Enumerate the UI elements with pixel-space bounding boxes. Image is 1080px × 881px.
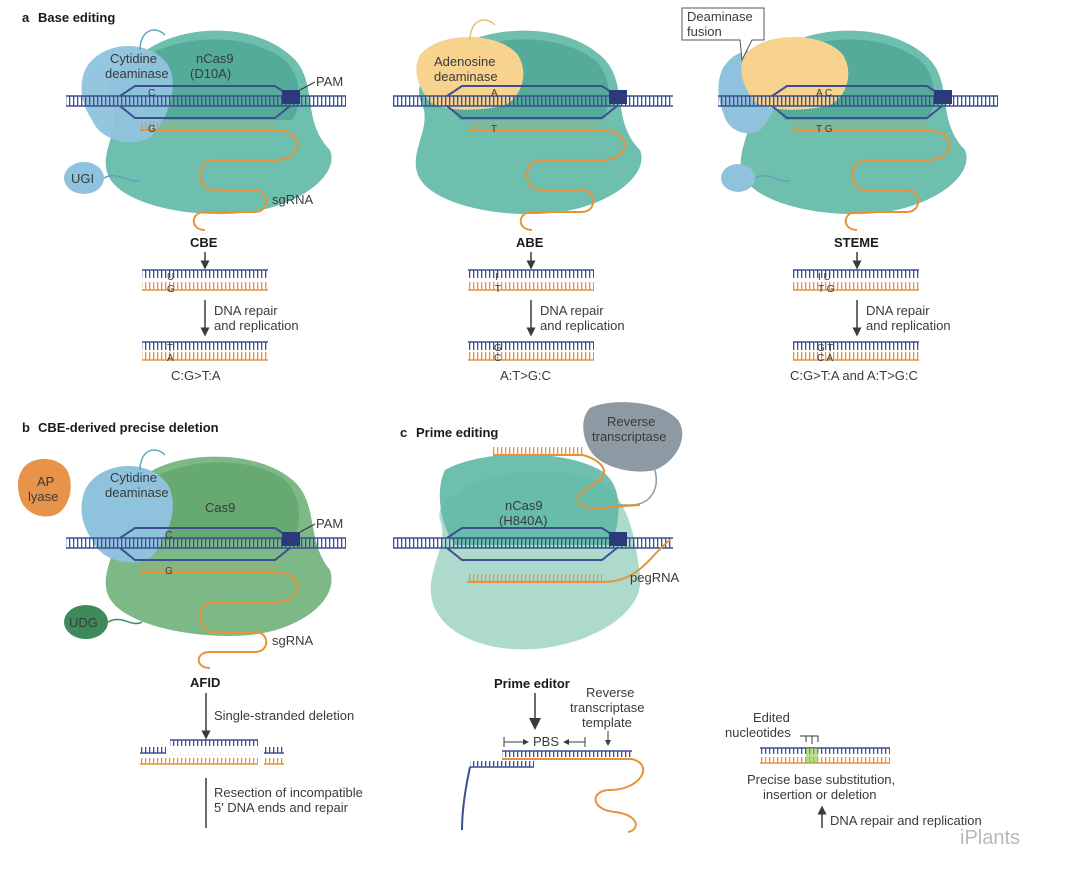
prime-repair-label: DNA repair and replication [830,813,982,828]
abe-name: ABE [516,235,544,250]
panel-a: a Base editing [22,10,115,25]
steme-result: C:G>T:A and A:T>G:C [790,368,918,383]
cbe-name: CBE [190,235,218,250]
steme-name: STEME [834,235,879,250]
prime-pbs-label: PBS [533,734,559,749]
panel-a-title: Base editing [38,10,115,25]
panel-c-title: Prime editing [416,425,498,440]
abe-result: A:T>G:C [500,368,551,383]
cbe-ugi-blob [64,162,104,194]
steme-adenosine-deaminase [741,36,849,110]
cbe-dna-top [66,96,346,106]
steme-ugi-blob [721,164,755,192]
steme-inter-top: I U [818,272,831,283]
cbe-pam-box [282,90,300,104]
afid-sgrna-label: sgRNA [272,633,314,648]
abe-bottom-base: T [491,124,497,135]
panel-b-title: CBE-derived precise deletion [38,420,219,435]
prime-pam-box [609,532,627,546]
panel-a-letter: a [22,10,30,25]
prime-pegrna-label: pegRNA [630,570,679,585]
cbe-ugi-label: UGI [71,171,94,186]
prime-cas-upper [439,454,619,545]
abe-inter-top: I [495,272,498,283]
cbe-inter-bottom: G [167,284,175,295]
cbe-result: C:G>T:A [171,368,221,383]
afid-udg-blob [64,605,108,639]
afid-step1: Single-stranded deletion [214,708,354,723]
prime-outcome-label: Precise base substitution,insertion or d… [747,772,895,802]
panel-c-letter: c [400,425,407,440]
steme-top-base: A C [816,88,832,99]
panel-c: c Prime editing [400,425,498,440]
cbe-top-base: C [148,88,155,99]
afid-top-base: C [165,530,172,541]
steme-bottom-base: T G [816,124,833,135]
panel-b: b CBE-derived precise deletion [22,420,219,435]
steme-callout-box [681,7,765,62]
cbe-sgrna-label: sgRNA [272,192,314,207]
cbe-inter-top: U [167,272,174,283]
prime-cas-label: nCas9(H840A) [499,498,547,528]
abe-adenosine-deaminase [416,36,524,110]
cbe-cas-label: nCas9(D10A) [190,51,234,81]
cbe-bottom-base: G [148,124,156,135]
cbe-final-bottom: A [167,353,174,364]
prime-rt-blob [583,402,683,472]
steme-inter-bottom: T G [818,284,835,295]
abe-final-bottom: C [494,353,501,364]
afid-name: AFID [190,675,220,690]
afid-bottom-base: G [165,566,173,577]
steme-final-top: G T [817,343,833,354]
afid-pam-label: PAM [316,516,343,531]
abe-inter-bottom: T [495,284,501,295]
abe-top-base: A [491,88,498,99]
panel-b-letter: b [22,420,30,435]
afid-ap-lyase-blob [17,458,71,517]
cbe-final-top: T [167,343,173,354]
afid-cas-label: Cas9 [205,500,235,515]
watermark: iPlants [960,827,1020,849]
cbe-sgrna-strand [192,129,299,231]
abe-final-top: G [494,343,502,354]
steme-final-bottom: C A [817,353,833,364]
cbe-pam-label: PAM [316,74,343,89]
afid-udg-label: UDG [69,615,98,630]
prime-name: Prime editor [494,676,570,691]
